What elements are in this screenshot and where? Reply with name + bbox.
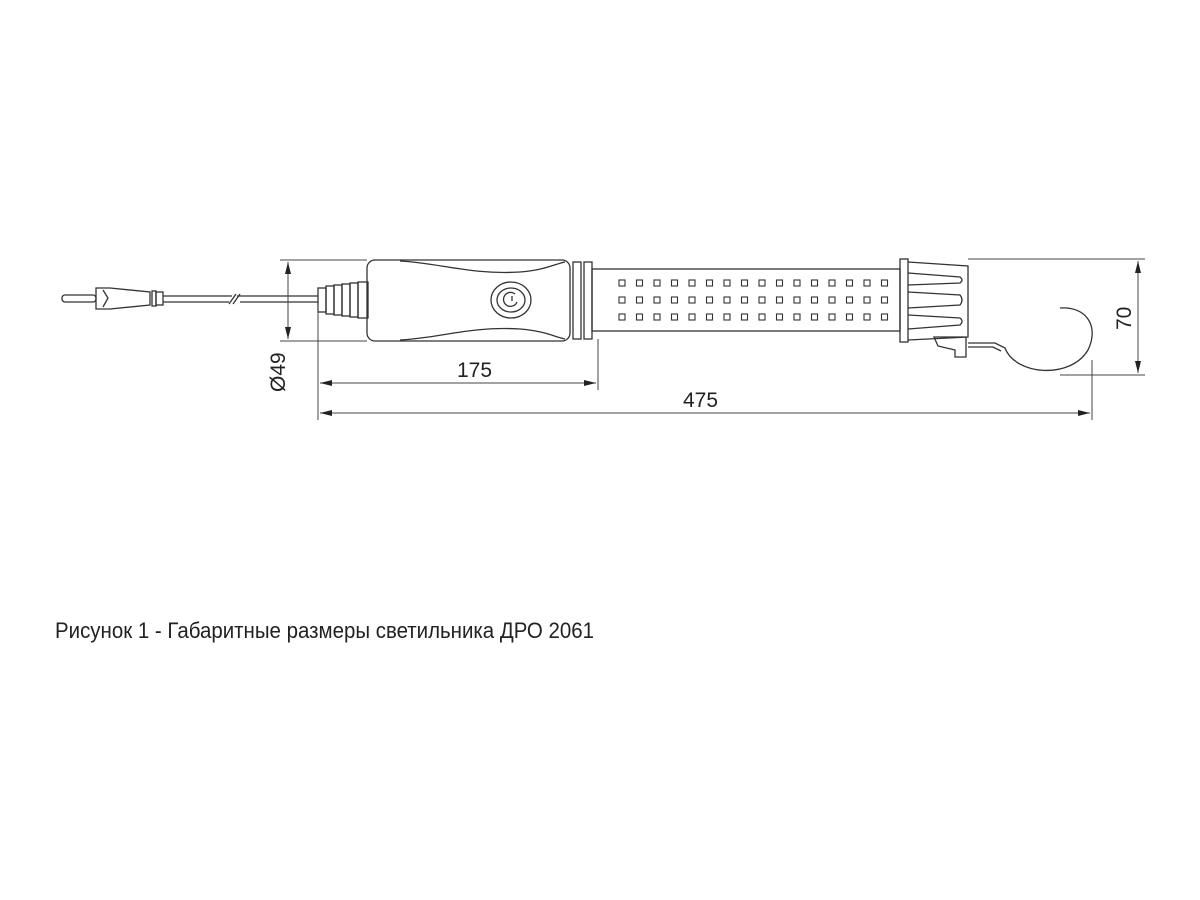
led-cell	[723, 296, 731, 304]
led-cell	[618, 313, 626, 321]
led-cell	[653, 313, 661, 321]
plug	[61, 287, 164, 310]
led-cell	[670, 296, 679, 304]
led-cell	[653, 296, 661, 304]
end-cap	[899, 258, 969, 358]
led-cell	[758, 296, 766, 304]
led-cell	[688, 296, 696, 304]
led-cell	[863, 313, 871, 321]
led-cell	[635, 313, 644, 321]
led-cell	[880, 279, 889, 287]
figure-caption: Рисунок 1 - Габаритные размеры светильни…	[55, 618, 595, 643]
led-cell	[810, 296, 819, 304]
strain-relief	[317, 281, 369, 319]
power-button-icon[interactable]	[490, 281, 532, 319]
led-cell	[705, 296, 714, 304]
led-cell	[810, 279, 819, 287]
hook	[968, 307, 1093, 372]
height-label: 70	[1113, 307, 1136, 330]
led-tube	[591, 268, 901, 332]
led-cell	[758, 313, 766, 321]
led-cell	[688, 313, 696, 321]
led-cell	[688, 279, 696, 287]
led-cell	[863, 296, 871, 304]
led-cell	[828, 313, 836, 321]
led-cell	[740, 296, 749, 304]
led-cell	[635, 279, 644, 287]
led-cell	[880, 296, 889, 304]
led-cell	[810, 313, 819, 321]
led-cell	[740, 279, 749, 287]
total-length-label: 475	[683, 389, 718, 412]
led-cell	[635, 296, 644, 304]
led-cell	[793, 313, 801, 321]
led-cell	[670, 313, 679, 321]
led-cell	[740, 313, 749, 321]
led-cell	[775, 313, 784, 321]
cable	[163, 293, 318, 305]
led-cell	[705, 313, 714, 321]
led-cell	[723, 279, 731, 287]
led-cell	[863, 279, 871, 287]
led-cell	[828, 296, 836, 304]
led-cell	[670, 279, 679, 287]
led-cell	[618, 296, 626, 304]
led-cell	[775, 296, 784, 304]
led-cell	[845, 313, 854, 321]
handle	[366, 259, 571, 342]
led-cell	[845, 296, 854, 304]
led-cell	[775, 279, 784, 287]
led-cell	[758, 279, 766, 287]
ring	[583, 261, 593, 340]
led-cell	[845, 279, 854, 287]
led-grid	[618, 279, 889, 321]
led-cell	[793, 279, 801, 287]
led-cell	[723, 313, 731, 321]
handle-length-label: 175	[457, 359, 492, 382]
led-cell	[705, 279, 714, 287]
led-cell	[653, 279, 661, 287]
led-cell	[880, 313, 889, 321]
diameter-label: Ø49	[267, 352, 290, 392]
led-cell	[618, 279, 626, 287]
ring	[572, 261, 582, 340]
led-cell	[828, 279, 836, 287]
led-cell	[793, 296, 801, 304]
